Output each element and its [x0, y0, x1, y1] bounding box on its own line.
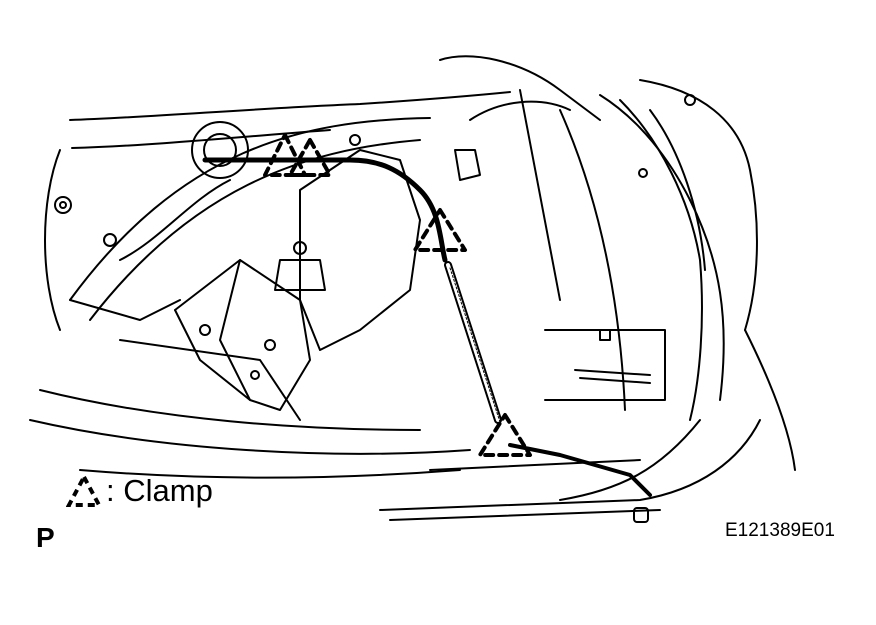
- figure-code: E121389E01: [725, 520, 835, 541]
- clamp-icon: [413, 208, 467, 252]
- clamp-icon: [263, 133, 307, 177]
- rear-quarter-panel: [559, 79, 796, 501]
- body-outline: [44, 55, 725, 411]
- clamp-triangle-icon: [66, 474, 102, 507]
- legend-label: : Clamp: [106, 473, 213, 508]
- clamp-icon: [478, 413, 532, 457]
- bracket-assembly: [174, 149, 421, 411]
- clamp-legend: : Clamp: [66, 474, 213, 508]
- clamp-markers: [263, 133, 532, 457]
- wire-harness: [202, 149, 652, 523]
- trunk-floor: [79, 329, 761, 521]
- view-letter: P: [36, 522, 55, 553]
- clamp-icon: [288, 138, 332, 177]
